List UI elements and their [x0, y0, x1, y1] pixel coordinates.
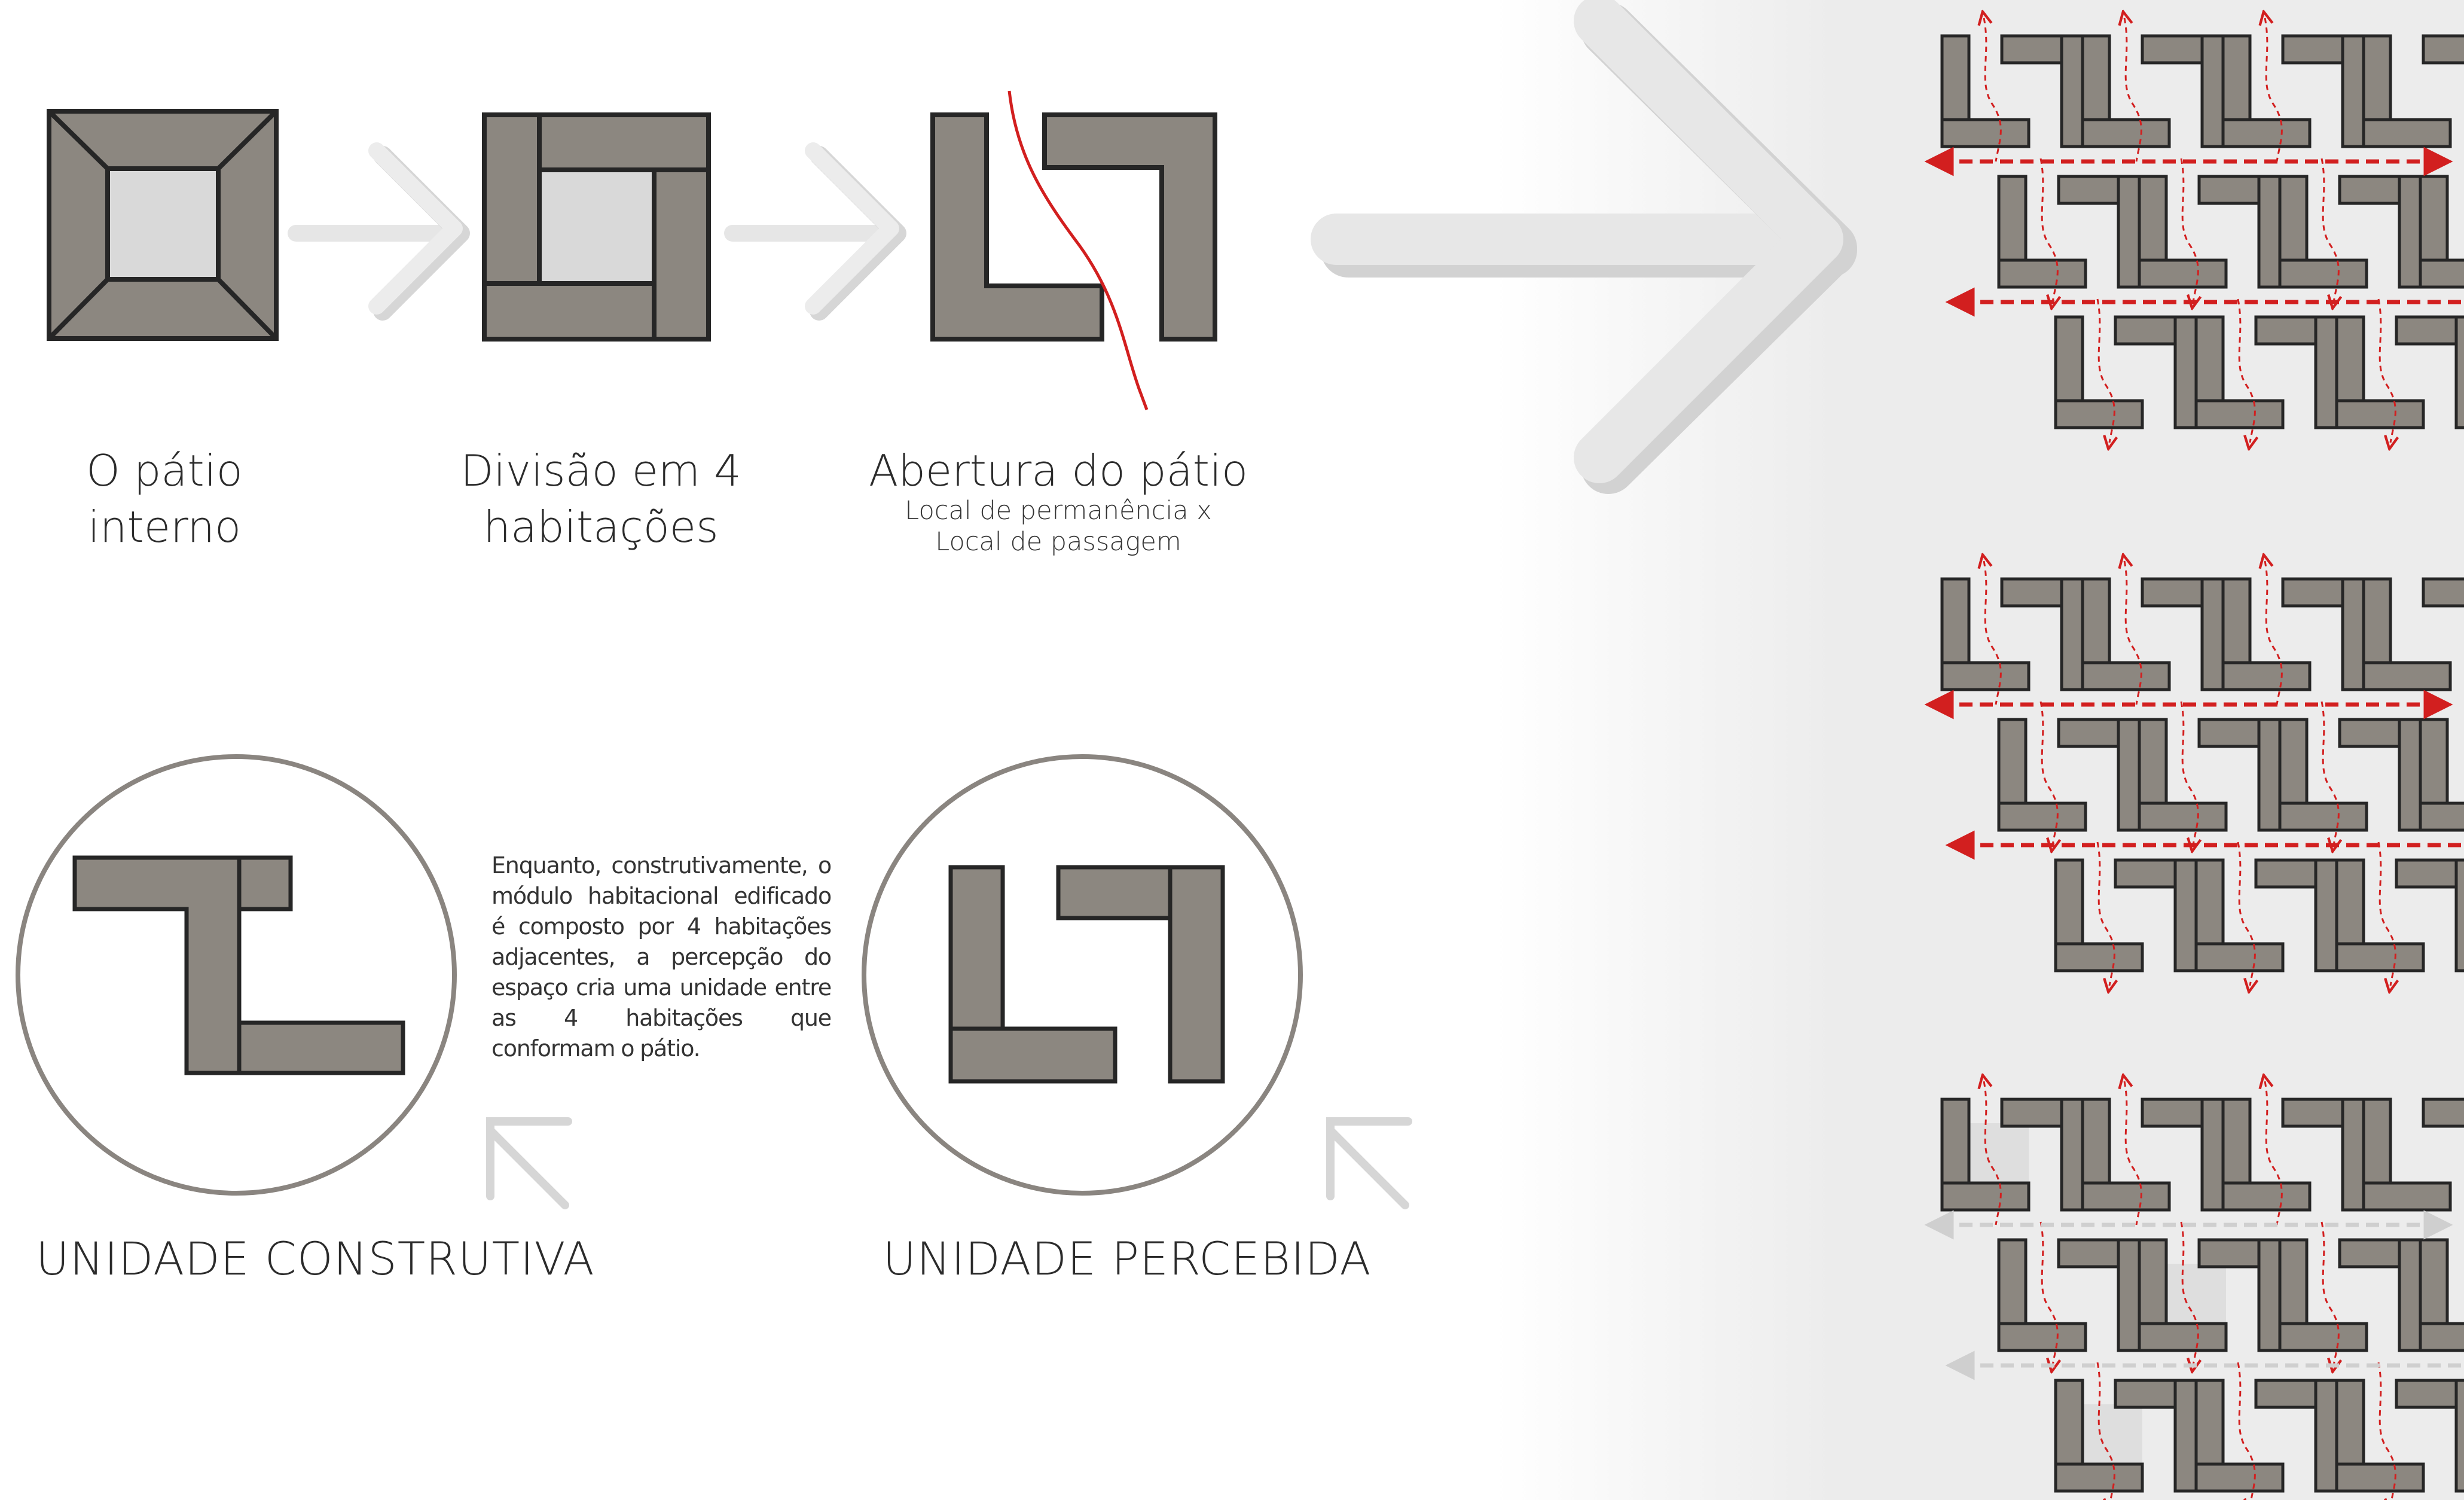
pedestrian-path-line — [2124, 1081, 2142, 1225]
housing-module — [2419, 718, 2464, 832]
arrow-up-left-icon — [1326, 1117, 1412, 1209]
housing-module — [2278, 175, 2428, 289]
pedestrian-path-line — [2180, 1221, 2198, 1365]
step2-label-line2: habitações — [483, 502, 719, 552]
pedestrian-path-line — [2096, 298, 2114, 443]
housing-module — [2362, 1097, 2464, 1212]
pedestrian-path-line — [2124, 561, 2142, 705]
constructive-unit-shape — [72, 855, 405, 1075]
housing-module — [1940, 1097, 2090, 1212]
pedestrian-path-line — [2180, 701, 2198, 845]
pedestrian-path-line — [2237, 842, 2255, 986]
courtyard-module-icon — [47, 109, 279, 341]
big-arrow-icon — [1311, 0, 1857, 494]
housing-module — [2419, 175, 2464, 289]
housing-module — [1940, 34, 2090, 148]
step3-title: Abertura do pátio — [868, 446, 1248, 496]
step1-label: O pátio interno — [54, 443, 275, 555]
pedestrian-path-line — [2124, 18, 2142, 162]
pedestrian-path-line — [1984, 18, 2002, 162]
pedestrian-path-line — [2265, 1081, 2283, 1225]
pedestrian-path-line — [2096, 1362, 2114, 1500]
red-cut-line — [1007, 90, 1149, 410]
perceived-unit-shape — [948, 865, 1225, 1084]
pedestrian-path-line — [2096, 842, 2114, 986]
pedestrian-path-line — [1984, 1081, 2002, 1225]
description-paragraph: Enquanto, construtivamente, o módulo hab… — [491, 852, 832, 1062]
step2-label: Divisão em 4 habitações — [445, 443, 756, 555]
pedestrian-path-line — [2180, 158, 2198, 302]
unit-perceived-label: UNIDADE PERCEBIDA — [883, 1232, 1372, 1285]
housing-module — [1997, 718, 2147, 832]
pedestrian-path-line — [2265, 18, 2283, 162]
housing-module — [2335, 1379, 2464, 1493]
pedestrian-path-line — [2321, 158, 2338, 302]
pedestrian-path-line — [2039, 701, 2057, 845]
arrow-right-icon — [288, 142, 470, 321]
housing-module — [2054, 1379, 2204, 1493]
step2-label-line1: Divisão em 4 — [460, 446, 741, 496]
unit-constructive-label: UNIDADE CONSTRUTIVA — [36, 1232, 595, 1285]
housing-module — [2081, 1097, 2231, 1212]
pedestrian-path-line — [2237, 298, 2255, 443]
pedestrian-path-line — [2321, 701, 2338, 845]
four-dwellings-icon — [482, 112, 711, 342]
housing-module — [2419, 1238, 2464, 1352]
pedestrian-path-line — [2377, 842, 2395, 986]
pedestrian-path-line — [2377, 1362, 2395, 1500]
housing-module — [2335, 858, 2464, 972]
pedestrian-path-line — [2321, 1221, 2338, 1365]
opened-courtyard-icon — [930, 90, 1217, 410]
housing-module — [1997, 1238, 2147, 1352]
step1-label-line1: O pátio — [86, 446, 243, 496]
pedestrian-path-line — [2377, 298, 2395, 443]
step1-label-line2: interno — [87, 502, 242, 552]
pedestrian-path-line — [2265, 561, 2283, 705]
housing-module — [2362, 34, 2464, 148]
pedestrian-path-line — [1984, 561, 2002, 705]
step3-label: Abertura do pátio Local de permanência x… — [861, 443, 1256, 557]
unit-perceived-circle — [862, 754, 1303, 1196]
housing-module — [2138, 1238, 2288, 1352]
housing-module — [2362, 577, 2464, 691]
housing-module — [2278, 1238, 2428, 1352]
step3-subtitle-line1: Local de permanência x — [905, 496, 1212, 526]
housing-module — [2194, 315, 2344, 429]
arrow-right-icon — [724, 142, 906, 321]
pedestrian-path-line — [2039, 1221, 2057, 1365]
housing-module — [2335, 315, 2464, 429]
housing-module — [2221, 577, 2371, 691]
step3-subtitle-line2: Local de passagem — [935, 527, 1181, 557]
arrow-up-left-icon — [486, 1117, 572, 1209]
pedestrian-path-line — [2039, 158, 2057, 302]
pedestrian-path-line — [2237, 1362, 2255, 1500]
